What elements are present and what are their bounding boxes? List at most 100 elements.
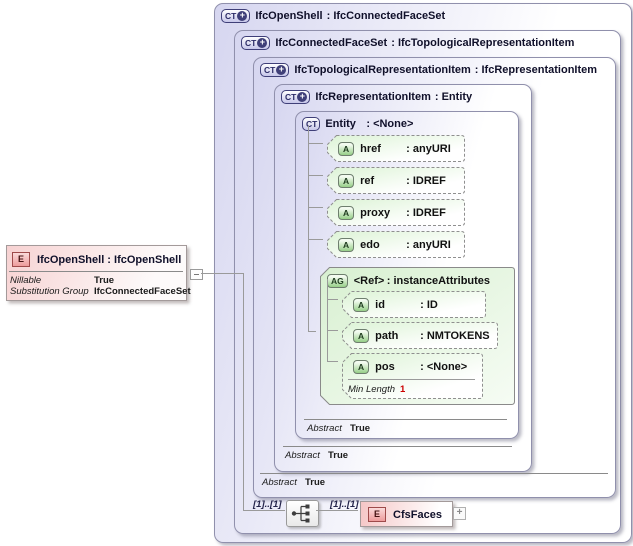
attr-box-ref[interactable]: A ref : IDREF [327, 167, 465, 194]
attribute-icon: A [353, 297, 370, 312]
connector-line [327, 299, 338, 300]
divider [9, 271, 183, 272]
sequence-glyph [291, 504, 310, 523]
abstract-value: True [328, 450, 349, 461]
attr-name: edo [360, 238, 380, 251]
box-title: Entity: <None> [325, 117, 414, 130]
connector-line [308, 331, 316, 332]
attr-box-pos[interactable]: A pos : <None> Min Length 1 [342, 353, 483, 399]
element-box-ifcopenshell[interactable]: E IfcOpenShell : IfcOpenShell Nillable T… [6, 245, 191, 301]
attr-outline [327, 231, 465, 258]
connector-line [201, 273, 243, 274]
attr-type: : IDREF [406, 174, 446, 187]
abstract-divider [304, 419, 507, 420]
attribute-icon: A [338, 205, 355, 220]
complex-type-icon: CT+ [260, 63, 290, 77]
abstract-label: Abstract [285, 450, 320, 461]
complex-type-icon: CT [302, 117, 321, 131]
connector-line [308, 175, 323, 176]
attr-group-name: <Ref> [353, 275, 385, 287]
attr-box-path[interactable]: A path : NMTOKENS [342, 322, 498, 349]
attribute-icon: A [338, 141, 355, 156]
min-length-label: Min Length [348, 384, 396, 395]
cardinality-label: [1]..[1] [330, 499, 359, 510]
abstract-label: Abstract [307, 423, 342, 434]
attribute-icon: A [353, 328, 370, 343]
type-box-ifcconnectedfaceset[interactable]: CT+ IfcConnectedFaceSet: IfcTopologicalR… [234, 30, 621, 534]
attr-type: : <None> [420, 360, 468, 373]
element-icon: E [12, 252, 31, 267]
cardinality-label: [1]..[1] [253, 499, 282, 510]
abstract-divider [283, 446, 512, 447]
attr-type: : anyURI [406, 238, 451, 251]
attr-outline [342, 291, 486, 318]
attr-name: path [375, 329, 399, 342]
box-title: IfcRepresentationItem: Entity [315, 90, 473, 103]
attr-name: href [360, 142, 381, 155]
attr-box-id[interactable]: A id : ID [342, 291, 486, 318]
attr-outline [342, 322, 498, 349]
attr-type: : NMTOKENS [420, 329, 490, 342]
attr-box-edo[interactable]: A edo : anyURI [327, 231, 465, 258]
min-length-value: 1 [400, 384, 406, 395]
element-icon: E [368, 507, 387, 522]
nillable-value: True [94, 275, 115, 286]
sequence-compositor-icon[interactable] [286, 500, 319, 527]
abstract-divider [260, 473, 608, 474]
box-title: IfcOpenShell: IfcConnectedFaceSet [255, 9, 446, 22]
abstract-value: True [305, 477, 326, 488]
type-box-entity[interactable]: CT Entity: <None> A [295, 111, 519, 439]
attribute-group-icon: AG [327, 274, 348, 288]
plus-badge-icon: + [237, 11, 248, 21]
attr-outline [327, 135, 465, 162]
facet-divider [348, 379, 475, 380]
attr-type: : anyURI [406, 142, 451, 155]
attr-type: : IDREF [406, 206, 446, 219]
attr-name: proxy [360, 206, 391, 219]
attr-group-box-ref[interactable]: AG <Ref> : instanceAttributes A [320, 267, 515, 405]
attr-outline [327, 167, 465, 194]
attr-name: id [375, 298, 385, 311]
element-box-title: IfcOpenShell : IfcOpenShell [37, 253, 182, 266]
type-box-ifcopenshell[interactable]: CT+ IfcOpenShell: IfcConnectedFaceSet CT… [214, 3, 632, 543]
attr-type: : ID [420, 298, 438, 311]
attribute-icon: A [338, 173, 355, 188]
expand-button[interactable]: + [453, 507, 466, 520]
attr-box-proxy[interactable]: A proxy : IDREF [327, 199, 465, 226]
attribute-icon: A [338, 237, 355, 252]
substitution-group-value: IfcConnectedFaceSet [94, 286, 191, 297]
attr-outline [327, 199, 465, 226]
complex-type-icon: CT+ [241, 36, 271, 50]
plus-badge-icon: + [297, 92, 308, 102]
attr-name: pos [375, 360, 395, 373]
complex-type-icon: CT+ [281, 90, 311, 104]
complex-type-icon: CT+ [221, 9, 251, 23]
connector-line [308, 143, 323, 144]
attr-name: ref [360, 174, 375, 187]
attr-outline [342, 353, 483, 399]
attr-group-type: : instanceAttributes [386, 275, 491, 287]
box-title: IfcTopologicalRepresentationItem: IfcRep… [294, 63, 598, 76]
connector-line [316, 510, 358, 511]
type-box-ifctopologicalrepresentationitem[interactable]: CT+ IfcTopologicalRepresentationItem: If… [253, 57, 616, 498]
substitution-group-label: Substitution Group [10, 286, 89, 297]
type-box-ifcrepresentationitem[interactable]: CT+ IfcRepresentationItem: Entity CT [274, 84, 532, 472]
attr-box-href[interactable]: A href : anyURI [327, 135, 465, 162]
attribute-icon: A [353, 359, 370, 374]
collapse-handle[interactable] [190, 269, 203, 280]
connector-line [327, 361, 338, 362]
plus-badge-icon: + [257, 38, 268, 48]
plus-badge-icon: + [276, 65, 287, 75]
connector-line [243, 273, 244, 511]
nillable-label: Nillable [10, 275, 42, 286]
box-title: IfcConnectedFaceSet: IfcTopologicalRepre… [275, 36, 575, 49]
connector-line [327, 279, 328, 362]
connector-line [308, 239, 323, 240]
connector-line [308, 207, 323, 208]
element-name: CfsFaces [393, 508, 442, 521]
connector-line [243, 510, 285, 511]
connector-line [327, 330, 338, 331]
abstract-value: True [350, 423, 371, 434]
element-box-cfsfaces[interactable]: E CfsFaces [360, 501, 453, 527]
